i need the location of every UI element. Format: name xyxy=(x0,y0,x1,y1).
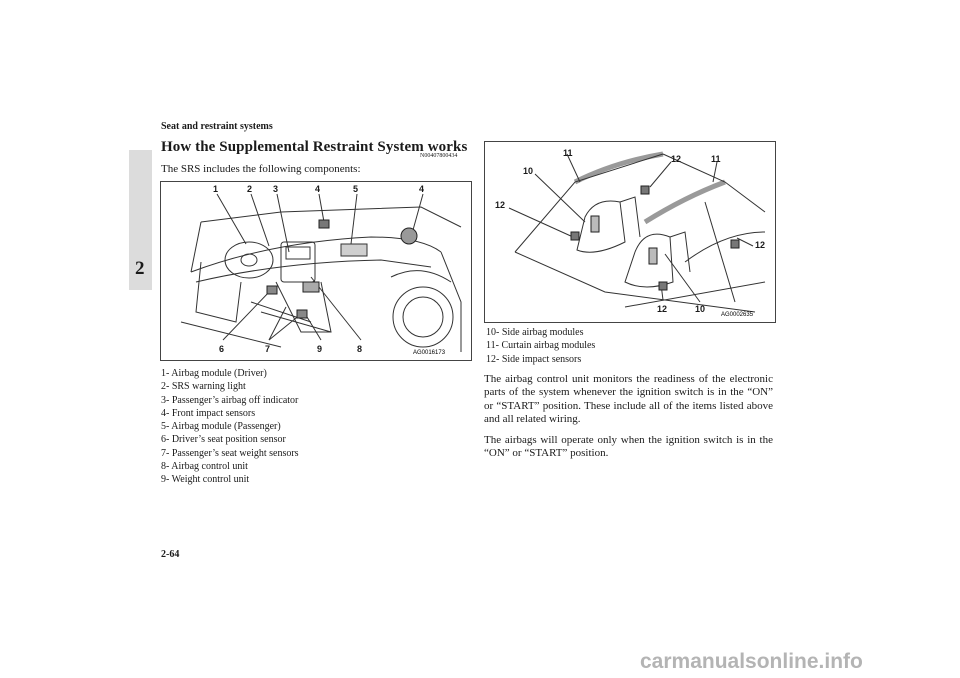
callout-11-left: 11 xyxy=(563,148,573,158)
dashboard-illustration: 1 2 3 4 5 4 6 7 9 8 AG0016173 xyxy=(180,184,462,356)
callout-1: 1 xyxy=(213,184,218,194)
callout-6: 6 xyxy=(219,344,224,354)
intro-text: The SRS includes the following component… xyxy=(161,163,361,175)
component-list-front: 1- Airbag module (Driver) 2- SRS warning… xyxy=(161,367,299,487)
list-item: 8- Airbag control unit xyxy=(161,461,248,473)
callout-8: 8 xyxy=(357,344,362,354)
chapter-tab xyxy=(129,150,152,290)
callout-4-left: 4 xyxy=(315,184,320,194)
figure-code: AG0002635 xyxy=(721,312,754,318)
list-item: 12- Side impact sensors xyxy=(486,353,582,365)
callout-4-right: 4 xyxy=(419,184,424,194)
page-title: How the Supplemental Restraint System wo… xyxy=(161,139,468,155)
callout-10-bottom: 10 xyxy=(695,304,705,314)
component-list-side: 10- Side airbag modules 11- Curtain airb… xyxy=(486,326,595,366)
watermark: carmanualsonline.info xyxy=(640,650,863,673)
callout-12-top: 12 xyxy=(671,154,681,164)
callout-12-left: 12 xyxy=(495,200,505,210)
list-item: 2- SRS warning light xyxy=(161,381,246,393)
figure-code: AG0016173 xyxy=(413,350,446,356)
list-item: 6- Driver’s seat position sensor xyxy=(161,434,286,446)
list-item: 7- Passenger’s seat weight sensors xyxy=(161,447,299,459)
callout-2: 2 xyxy=(247,184,252,194)
paragraph-readiness: The airbag control unit monitors the rea… xyxy=(484,373,773,426)
list-item: 9- Weight control unit xyxy=(161,474,250,486)
callout-10-top: 10 xyxy=(523,166,533,176)
list-item: 10- Side airbag modules xyxy=(486,327,584,338)
page-number: 2-64 xyxy=(161,549,180,560)
document-code: N00407800434 xyxy=(420,153,458,159)
list-item: 11- Curtain airbag modules xyxy=(486,340,596,352)
callout-11-right: 11 xyxy=(711,154,721,164)
callout-5: 5 xyxy=(353,184,358,194)
figure-dashboard-srs: 1 2 3 4 5 4 6 7 9 8 AG0016173 xyxy=(160,181,472,361)
list-item: 3- Passenger’s airbag off indicator xyxy=(161,394,299,406)
callout-12-right: 12 xyxy=(755,240,765,250)
paragraph-operation: The airbags will operate only when the i… xyxy=(484,434,773,460)
callout-7: 7 xyxy=(265,344,270,354)
list-item: 4- Front impact sensors xyxy=(161,407,256,419)
callout-9: 9 xyxy=(317,344,322,354)
section-header: Seat and restraint systems xyxy=(161,121,273,132)
callout-12-bottom: 12 xyxy=(657,304,667,314)
callout-3: 3 xyxy=(273,184,278,194)
figure-side-airbags: 11 10 12 12 11 12 12 10 AG0002635 xyxy=(484,141,776,323)
list-item: 1- Airbag module (Driver) xyxy=(161,368,267,379)
list-item: 5- Airbag module (Passenger) xyxy=(161,421,281,433)
chapter-number: 2 xyxy=(135,258,145,279)
side-airbag-illustration: 11 10 12 12 11 12 12 10 AG0002635 xyxy=(495,148,766,318)
